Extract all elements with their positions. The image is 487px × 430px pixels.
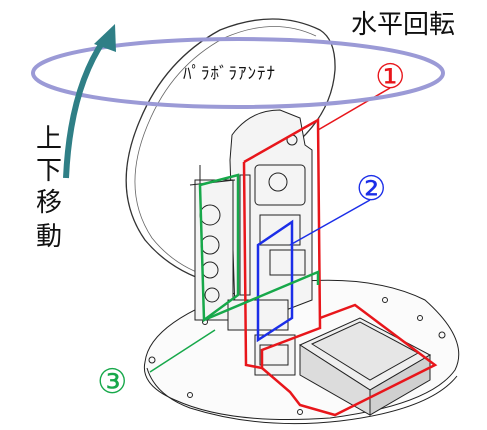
vertical-move-char-1: 上 xyxy=(36,124,63,154)
control-box xyxy=(298,317,432,416)
mount-frame xyxy=(189,109,313,376)
rotation-ellipse xyxy=(31,37,445,109)
callout-1: ① xyxy=(375,57,406,97)
vertical-move-char-4: 動 xyxy=(36,222,63,252)
parabola-antenna-label: ﾊﾟﾗﾎﾞﾗｱﾝﾃﾅ xyxy=(183,64,276,84)
horizontal-rotation-label: 水平回転 xyxy=(351,10,456,40)
callout-3: ③ xyxy=(97,362,128,402)
vertical-move-char-3: 移 xyxy=(36,188,63,218)
highlight-green xyxy=(198,173,320,323)
highlight-red xyxy=(242,117,438,417)
leader-line-3 xyxy=(149,329,216,373)
vertical-arrow xyxy=(63,24,116,179)
leader-line-2 xyxy=(289,199,371,246)
callout-2: ② xyxy=(356,169,387,209)
vertical-move-char-2: 下 xyxy=(36,156,63,186)
highlight-blue xyxy=(256,219,294,343)
leader-line-1 xyxy=(317,87,391,131)
